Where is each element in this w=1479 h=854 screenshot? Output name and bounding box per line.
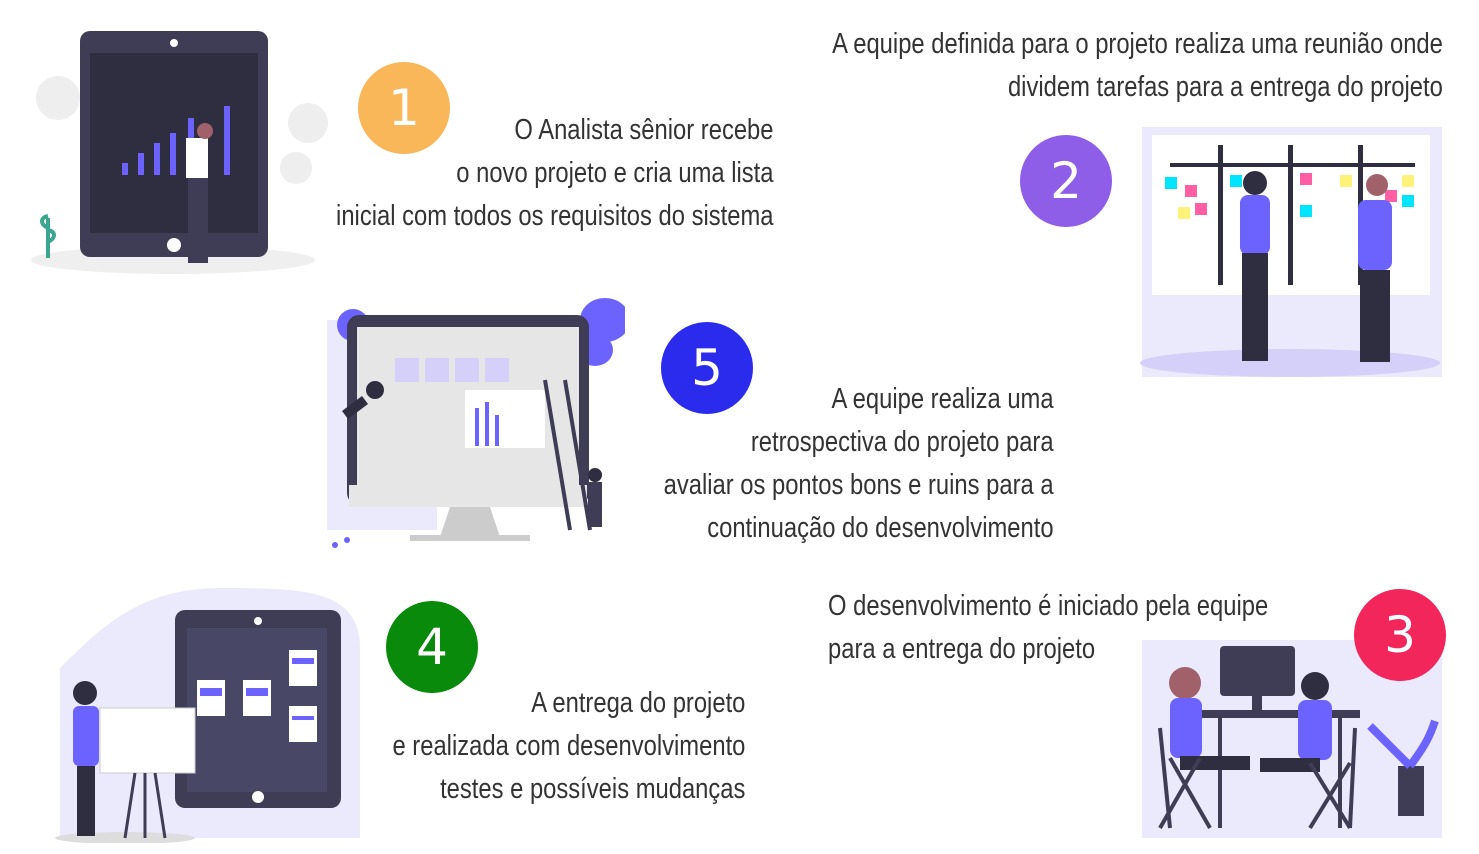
step-2-description: A equipe definida para o projeto realiza… xyxy=(832,23,1443,109)
step-2-line: A equipe definida para o projeto realiza… xyxy=(832,28,1443,60)
analyst-tablet-illustration xyxy=(31,31,328,274)
step-5-badge: 5 xyxy=(661,322,753,414)
step-1-description: O Analista sênior recebe o novo projeto … xyxy=(337,109,774,238)
step-3-badge: 3 xyxy=(1354,589,1446,681)
step-5-line: A equipe realiza uma xyxy=(831,383,1054,415)
step-2-badge: 2 xyxy=(1020,135,1112,227)
step-5-description: A equipe realiza uma retrospectiva do pr… xyxy=(664,378,1054,550)
retrospective-monitor-illustration xyxy=(327,298,625,548)
step-3-description: O desenvolvimento é iniciado pela equipe… xyxy=(828,585,1268,671)
step-4-description: A entrega do projeto e realizada com des… xyxy=(392,682,745,811)
step-1-line: inicial com todos os requisitos do siste… xyxy=(336,200,774,232)
step-5-line: retrospectiva do projeto para xyxy=(751,426,1054,458)
step-5-line: continuação do desenvolvimento xyxy=(707,512,1054,544)
step-5-line: avaliar os pontos bons e ruins para a xyxy=(664,469,1054,501)
step-4-line: e realizada com desenvolvimento xyxy=(392,730,745,762)
step-4-badge: 4 xyxy=(386,601,478,693)
step-3-line: para a entrega do projeto xyxy=(828,633,1096,665)
step-3-line: O desenvolvimento é iniciado pela equipe xyxy=(828,590,1269,622)
team-board-illustration xyxy=(1140,127,1442,377)
step-4-line: testes e possíveis mudanças xyxy=(439,773,745,805)
step-4-line: A entrega do projeto xyxy=(530,687,745,719)
step-1-line: O Analista sênior recebe xyxy=(514,114,774,146)
delivery-tablet-illustration xyxy=(55,588,360,843)
step-1-line: o novo projeto e cria uma lista xyxy=(456,157,774,189)
step-1-badge: 1 xyxy=(358,62,450,154)
step-2-line: dividem tarefas para a entrega do projet… xyxy=(1008,71,1443,103)
